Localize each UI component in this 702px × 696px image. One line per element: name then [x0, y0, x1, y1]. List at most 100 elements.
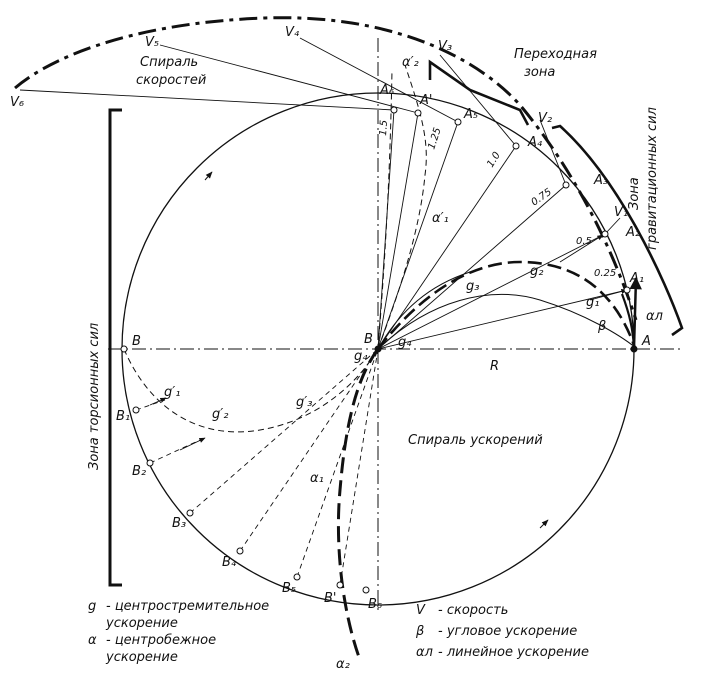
speed-vector-v5 — [159, 44, 419, 114]
g-prime-line-b3 — [189, 348, 379, 514]
label-a4: A₄ — [527, 135, 543, 150]
label-b1: B₁ — [116, 409, 130, 424]
label-beta: β — [597, 319, 606, 334]
g-prime-arrow-2 — [179, 437, 206, 451]
speed-vector-v3 — [439, 54, 517, 147]
legend-left: g- центростремительное ускорение α- цент… — [88, 598, 269, 666]
zone-transitional-2: зона — [524, 65, 555, 80]
legend-right-row-1: V- скорость — [416, 603, 509, 618]
label-g4-right: g₄ — [398, 335, 412, 350]
gravitational-zone-bracket — [551, 124, 684, 337]
radius-label-075: 0.75 — [529, 187, 554, 209]
label-a5: A₅ — [463, 107, 478, 122]
g-prime-curve — [123, 348, 379, 433]
label-g1-prime: g′₁ — [164, 385, 180, 400]
zone-gravitational-1: Зона — [627, 177, 642, 210]
label-b-left: B — [132, 334, 141, 349]
point-b1 — [132, 406, 140, 414]
zone-accel-spiral: Спираль ускорений — [408, 433, 543, 448]
point-a5 — [454, 118, 462, 126]
zone-gravitational-2: гравитационных сил — [645, 107, 660, 250]
zone-torsion: Зона торсионных сил — [87, 323, 102, 470]
label-b4: B₄ — [222, 555, 237, 570]
g-prime-line-bprime — [339, 348, 379, 586]
radius-label-025: 0.25 — [594, 268, 616, 279]
radius-line-a6 — [377, 109, 395, 350]
zone-speed-spiral-2: скоростей — [136, 73, 206, 88]
legend-left-row-3: α- центробежное — [88, 633, 217, 648]
speed-spiral-curve — [14, 16, 638, 321]
legend-left-row-2: ускорение — [106, 616, 178, 631]
label-b2: B₂ — [132, 464, 146, 479]
label-g2: g₂ — [530, 264, 543, 279]
label-alpha-prime-2: α′₂ — [402, 55, 419, 70]
point-a1 — [623, 286, 631, 294]
label-v6: V₆ — [10, 95, 24, 110]
label-b-prime: B' — [324, 591, 337, 606]
g-curve-inner — [377, 294, 637, 350]
point-b6 — [362, 586, 370, 594]
point-aprime — [414, 109, 422, 117]
point-center — [374, 345, 382, 353]
alpha-prime-1-curve — [377, 64, 427, 350]
radius-line-aprime — [377, 112, 419, 350]
speed-vector-v6 — [19, 89, 395, 111]
legend-right: V- скорость β- угловое ускорение αл- лин… — [416, 600, 589, 663]
label-a: A — [641, 334, 651, 349]
label-g3-prime: g′₃ — [296, 395, 312, 410]
radius-label-05: 0.5 — [576, 236, 592, 247]
label-r: R — [490, 359, 499, 374]
point-a2 — [601, 230, 609, 238]
speed-vector-v4 — [299, 37, 459, 123]
g-prime-arrow-1 — [149, 397, 167, 406]
label-v2: V₂ — [538, 111, 552, 126]
label-a-prime: A' — [419, 93, 432, 108]
point-bprime — [336, 581, 344, 589]
point-b — [120, 345, 128, 353]
radius-arrow-05 — [559, 234, 604, 263]
circle-direction-arrow-bottom — [539, 519, 549, 529]
label-v3: V₃ — [438, 39, 452, 54]
label-a6: A₆ — [379, 83, 394, 98]
label-g2-prime: g′₂ — [212, 407, 228, 422]
label-b5: B₅ — [282, 581, 296, 596]
radius-label-125: 1.25 — [426, 126, 443, 151]
label-a1: A₁ — [629, 271, 644, 286]
point-a6 — [390, 106, 398, 114]
alpha-curve-lower — [336, 348, 380, 661]
g-curve-thick — [376, 260, 637, 350]
g-prime-line-b4 — [239, 348, 379, 552]
radius-line-a1 — [377, 289, 628, 350]
torsion-zone-bracket — [108, 108, 122, 587]
label-g4-center: g₄ — [354, 349, 368, 364]
radius-arrow-025 — [589, 289, 628, 301]
zone-speed-spiral-1: Спираль — [140, 55, 198, 70]
radius-label-15: 1.5 — [378, 120, 390, 137]
label-g1: g₁ — [586, 295, 599, 310]
zone-transitional-1: Переходная — [514, 47, 597, 62]
radius-line-a4 — [377, 145, 517, 350]
radius-line-a2 — [377, 233, 606, 350]
speed-vector-v2 — [539, 119, 567, 186]
label-b6: B₆ — [368, 597, 382, 612]
point-b3 — [186, 509, 194, 517]
label-alpha-2: α₂ — [336, 657, 350, 672]
speed-vector-v1 — [604, 217, 621, 235]
g-prime-line-b5 — [296, 348, 379, 578]
label-g3: g₃ — [466, 279, 479, 294]
label-alpha-prime-1: α′₁ — [432, 211, 449, 226]
transitional-zone-bracket — [428, 59, 530, 126]
label-a3: A₃ — [593, 173, 608, 188]
point-b2 — [146, 459, 154, 467]
radius-lines — [377, 109, 628, 350]
legend-right-row-2: β- угловое ускорение — [416, 624, 578, 639]
label-v5: V₅ — [145, 35, 159, 50]
legend-left-row-1: g- центростремительное — [88, 599, 270, 614]
point-a4 — [512, 142, 520, 150]
point-b4 — [236, 547, 244, 555]
label-v4: V₄ — [285, 25, 300, 40]
label-a2: A₂ — [625, 225, 640, 240]
label-b-center: B — [364, 332, 373, 347]
label-alpha-l: αл — [646, 309, 663, 324]
label-v1: V₁ — [614, 205, 628, 220]
